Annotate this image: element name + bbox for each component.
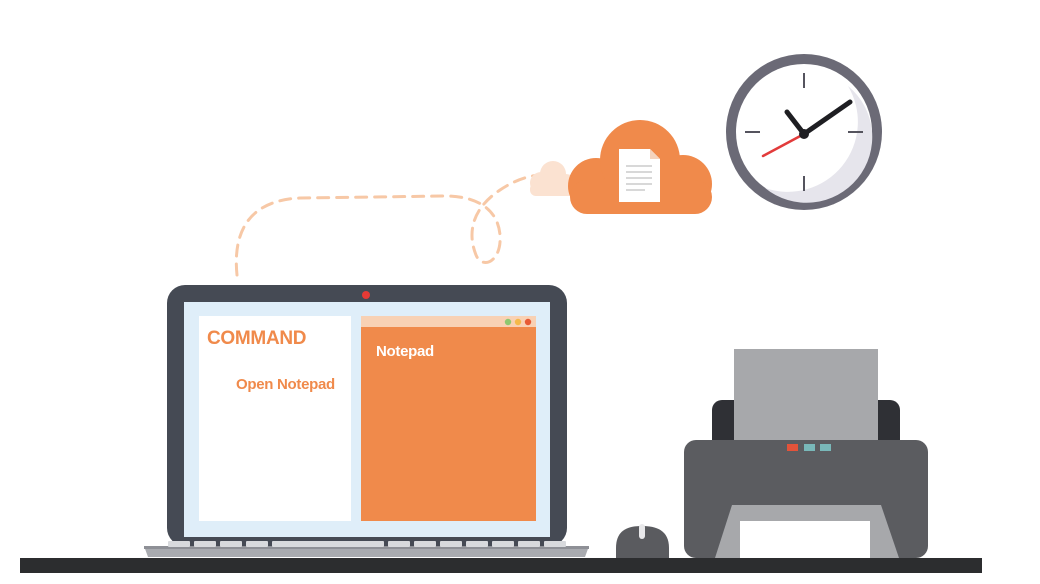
desk [20,558,982,573]
command-title: COMMAND [207,328,307,349]
document-icon [619,149,660,202]
notepad-titlebar [361,316,536,327]
printer-indicator-teal-2 [820,444,831,451]
notepad-window[interactable] [361,316,536,521]
command-panel [199,316,351,521]
webcam-icon [362,291,370,299]
printer-indicator-red [787,444,798,451]
printer-indicator-teal [804,444,815,451]
minimize-button [504,318,512,326]
notepad-window-title: Notepad [376,343,434,360]
printer-icon [684,349,928,558]
maximize-button [514,318,522,326]
printed-paper [740,521,870,558]
close-button [524,318,532,326]
clock-minute-hand [801,99,853,137]
open-notepad-command[interactable]: Open Notepad [236,376,335,393]
dashed-connection-line [234,173,542,277]
mouse-icon [616,524,669,558]
clock-second-hand [761,132,806,158]
small-cloud-icon [530,161,576,196]
clock-icon [726,54,882,210]
